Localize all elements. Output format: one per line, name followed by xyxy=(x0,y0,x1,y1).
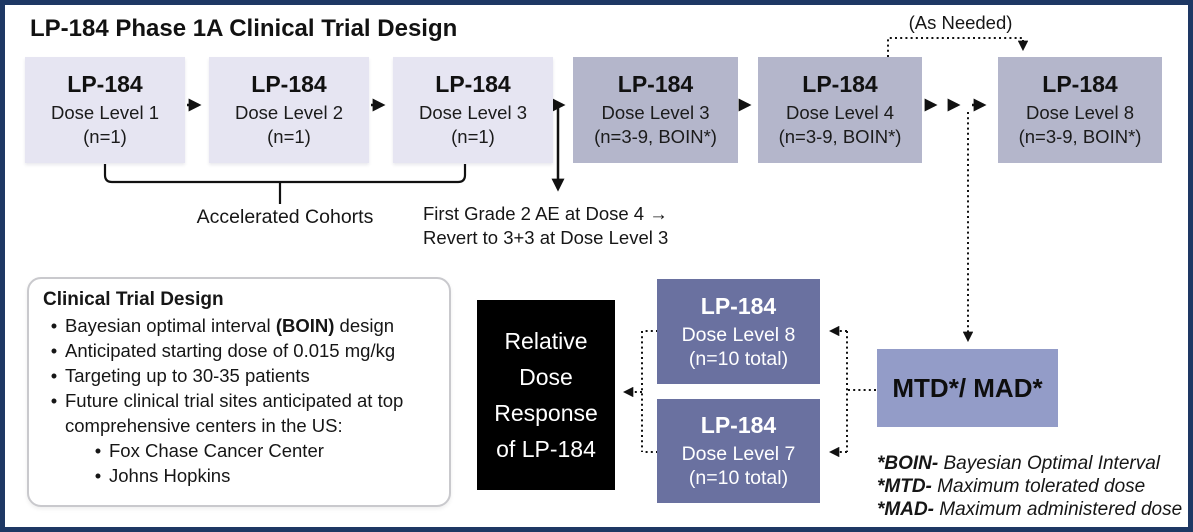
box-drug-name: LP-184 xyxy=(435,71,511,97)
sub-bullet-johns-hopkins: • Johns Hopkins xyxy=(87,463,435,488)
blackbox-line: of LP-184 xyxy=(496,436,596,462)
mtd-mad-box: MTD*/ MAD* xyxy=(877,349,1058,427)
bullet-future-sites: • Future clinical trial sites anticipate… xyxy=(43,388,435,438)
bullet-text: Fox Chase Cancer Center xyxy=(109,440,324,461)
flow-box-boin-dose-level-8: LP-184 Dose Level 8 (n=3-9, BOIN*) xyxy=(998,57,1162,163)
bullet-marker: • xyxy=(50,365,58,386)
box-dose-level: Dose Level 1 xyxy=(51,102,159,123)
legend-term: *MAD- xyxy=(877,499,934,520)
bullet-starting-dose: • Anticipated starting dose of 0.015 mg/… xyxy=(43,338,435,363)
box-n-count: (n=10 total) xyxy=(688,347,789,370)
box-n-count: (n=1) xyxy=(451,126,495,147)
flow-box-dose-level-1: LP-184 Dose Level 1 (n=1) xyxy=(25,57,185,163)
box-drug-name: LP-184 xyxy=(700,292,777,319)
box-dose-level: Dose Level 4 xyxy=(786,102,894,123)
box-n-count: (n=3-9, BOIN*) xyxy=(778,126,902,147)
bullet-text: Bayesian optimal interval (BOIN) design xyxy=(65,313,435,338)
bullet-marker: • xyxy=(50,315,58,336)
legend-definition: Bayesian Optimal Interval xyxy=(938,453,1161,474)
box-drug-name: LP-184 xyxy=(617,71,694,97)
box-n-count: (n=1) xyxy=(83,126,127,147)
box-n-count: (n=1) xyxy=(267,126,311,147)
box-n-count: (n=3-9, BOIN*) xyxy=(1018,126,1142,147)
page-title: LP-184 Phase 1A Clinical Trial Design xyxy=(30,15,458,42)
box-n-count: (n=3-9, BOIN*) xyxy=(594,126,717,147)
bullet-marker: • xyxy=(94,465,102,486)
bullet-patient-target: • Targeting up to 30-35 patients xyxy=(43,363,435,388)
flow-box-dose-level-3: LP-184 Dose Level 3 (n=1) xyxy=(393,57,553,163)
box-dose-level: Dose Level 8 xyxy=(681,323,796,346)
relative-dose-response-box: Relative Dose Response of LP-184 xyxy=(477,300,615,490)
legend-definition: Maximum administered dose xyxy=(934,499,1183,520)
bullet-text: Johns Hopkins xyxy=(109,465,231,486)
blackbox-line: Response xyxy=(494,400,598,426)
box-drug-name: LP-184 xyxy=(1042,71,1118,97)
result-box-dose-level-8: LP-184 Dose Level 8 (n=10 total) xyxy=(657,279,820,384)
panel-title: Clinical Trial Design xyxy=(43,289,224,310)
grade2-revert-note: First Grade 2 AE at Dose 4 → Revert to 3… xyxy=(423,202,668,249)
accelerated-cohorts-bracket xyxy=(103,164,467,204)
flow-box-dose-level-2: LP-184 Dose Level 2 (n=1) xyxy=(209,57,369,163)
grade2-note-line1: First Grade 2 AE at Dose 4 → xyxy=(423,203,668,224)
as-needed-label: (As Needed) xyxy=(908,12,1013,33)
legend-line-mad: *MAD- Maximum administered dose xyxy=(877,498,1182,521)
box-drug-name: LP-184 xyxy=(700,412,777,438)
bullet-text-post: design xyxy=(334,315,395,336)
result-box-dose-level-7: LP-184 Dose Level 7 (n=10 total) xyxy=(657,399,820,503)
bullet-boin-design: • Bayesian optimal interval (BOIN) desig… xyxy=(43,313,435,338)
box-n-count: (n=10 total) xyxy=(688,467,789,489)
blackbox-line: Relative xyxy=(504,328,588,354)
legend-term: *BOIN- xyxy=(877,453,939,474)
box-dose-level: Dose Level 3 xyxy=(419,102,527,123)
legend-term: *MTD- xyxy=(877,476,932,497)
legend-definition: Maximum tolerated dose xyxy=(931,476,1146,497)
clinical-trial-design-panel: Clinical Trial Design • Bayesian optimal… xyxy=(27,277,451,507)
bullet-marker: • xyxy=(50,340,58,361)
bullet-marker: • xyxy=(50,390,58,411)
box-drug-name: LP-184 xyxy=(802,71,878,97)
box-dose-level: Dose Level 8 xyxy=(1026,102,1134,123)
box-dose-level: Dose Level 7 xyxy=(681,443,796,465)
bullet-text-bold: (BOIN) xyxy=(275,315,335,336)
bullet-text: Anticipated starting dose of 0.015 mg/kg xyxy=(65,340,396,361)
grade2-note-line2: Revert to 3+3 at Dose Level 3 xyxy=(423,226,669,248)
flow-box-boin-dose-level-4: LP-184 Dose Level 4 (n=3-9, BOIN*) xyxy=(758,57,922,163)
bullet-marker: • xyxy=(94,440,102,461)
abbreviation-legend: *BOIN- Bayesian Optimal Interval *MTD- M… xyxy=(877,452,1182,521)
bullet-text: Targeting up to 30-35 patients xyxy=(65,365,310,386)
sub-bullet-fox-chase: • Fox Chase Cancer Center xyxy=(87,438,435,463)
box-drug-name: LP-184 xyxy=(67,71,143,97)
box-dose-level: Dose Level 3 xyxy=(601,102,710,123)
box-drug-name: LP-184 xyxy=(251,71,327,97)
blackbox-line: Dose xyxy=(519,364,573,390)
accelerated-cohorts-label: Accelerated Cohorts xyxy=(196,206,374,228)
legend-line-mtd: *MTD- Maximum tolerated dose xyxy=(877,475,1182,498)
flow-box-boin-dose-level-3: LP-184 Dose Level 3 (n=3-9, BOIN*) xyxy=(573,57,738,163)
bullet-text-pre: Bayesian optimal interval xyxy=(65,315,276,336)
legend-line-boin: *BOIN- Bayesian Optimal Interval xyxy=(877,452,1182,475)
box-dose-level: Dose Level 2 xyxy=(235,102,343,123)
bullet-text: Future clinical trial sites anticipated … xyxy=(65,390,404,436)
